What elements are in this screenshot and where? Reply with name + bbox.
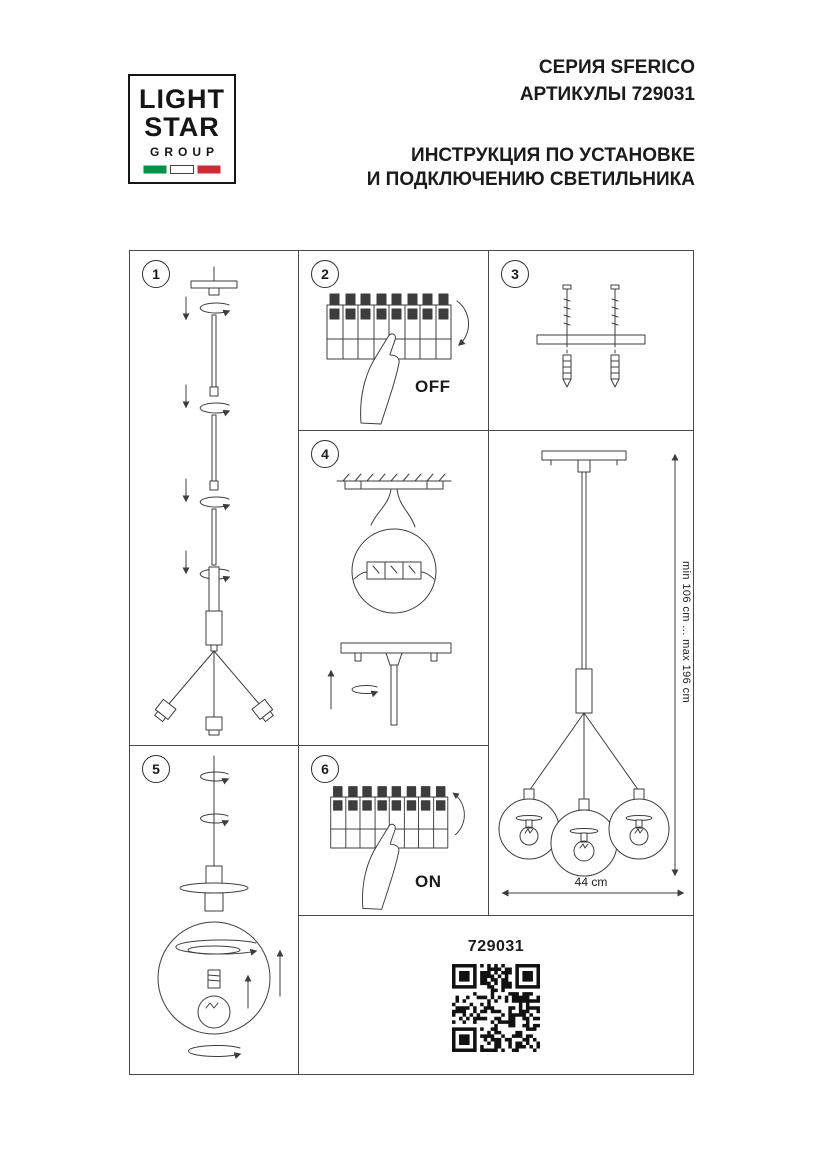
sphere-assembly-drawing	[157, 755, 284, 1059]
breaker-off-drawing	[326, 293, 469, 425]
panel-lamp-dimensions: min 106 cm ... max 196 cm 44 cm	[489, 431, 693, 915]
wiring-callout-drawing	[327, 473, 452, 726]
pointing-finger-icon	[360, 333, 400, 425]
pointing-finger-icon	[361, 823, 400, 910]
width-dimension-label: 44 cm	[574, 875, 608, 889]
off-label: OFF	[415, 377, 451, 396]
italian-flag-icon	[143, 164, 221, 174]
series-title: СЕРИЯ SFERICO	[538, 57, 695, 78]
pendant-lamp-drawing	[498, 450, 685, 897]
step-6-badge: 6	[311, 755, 339, 783]
rod-assembly-drawing	[154, 266, 274, 736]
panel-step-5: 5	[130, 746, 298, 1074]
panel-step-4: 4	[299, 431, 488, 745]
panel-step-2: 2	[299, 251, 488, 430]
instruction-grid: 1	[129, 250, 694, 1075]
flag-stripe-red	[197, 165, 221, 173]
logo-line1: LIGHT	[139, 83, 225, 114]
step-5-badge: 5	[142, 755, 170, 783]
instruction-title-line1: ИНСТРУКЦИЯ ПО УСТАНОВКЕ	[411, 145, 695, 166]
flag-stripe-white	[170, 164, 194, 174]
turn-off-arrow-icon	[456, 300, 469, 346]
lightstar-logo: LIGHT STAR GROUP	[128, 74, 236, 184]
panel-step-3: 3	[489, 251, 693, 430]
qr-code	[452, 964, 540, 1052]
step-2-badge: 2	[311, 260, 339, 288]
panel-step-6: 6	[299, 746, 488, 915]
panel-article-qr: 729031	[299, 916, 693, 1074]
breaker-on-drawing	[330, 786, 465, 910]
article-number: 729031	[467, 938, 525, 955]
height-dimension-label: min 106 cm ... max 196 cm	[680, 561, 692, 704]
instruction-title-line2: И ПОДКЛЮЧЕНИЮ СВЕТИЛЬНИКА	[366, 169, 695, 190]
mounting-bracket-drawing	[536, 284, 646, 388]
step-1-badge: 1	[142, 260, 170, 288]
instruction-title: ИНСТРУКЦИЯ ПО УСТАНОВКЕ И ПОДКЛЮЧЕНИЮ СВ…	[367, 144, 695, 192]
header: СЕРИЯ SFERICO АРТИКУЛЫ 729031 ИНСТРУКЦИЯ…	[367, 54, 695, 192]
panel-step-1: 1	[130, 251, 298, 745]
logo-line3: GROUP	[149, 144, 219, 159]
on-label: ON	[415, 872, 442, 891]
step-4-badge: 4	[311, 440, 339, 468]
step-3-badge: 3	[501, 260, 529, 288]
logo-line2: STAR	[144, 111, 220, 142]
turn-on-arrow-icon	[452, 792, 465, 836]
article-title: АРТИКУЛЫ 729031	[519, 84, 695, 105]
flag-stripe-green	[143, 165, 167, 173]
